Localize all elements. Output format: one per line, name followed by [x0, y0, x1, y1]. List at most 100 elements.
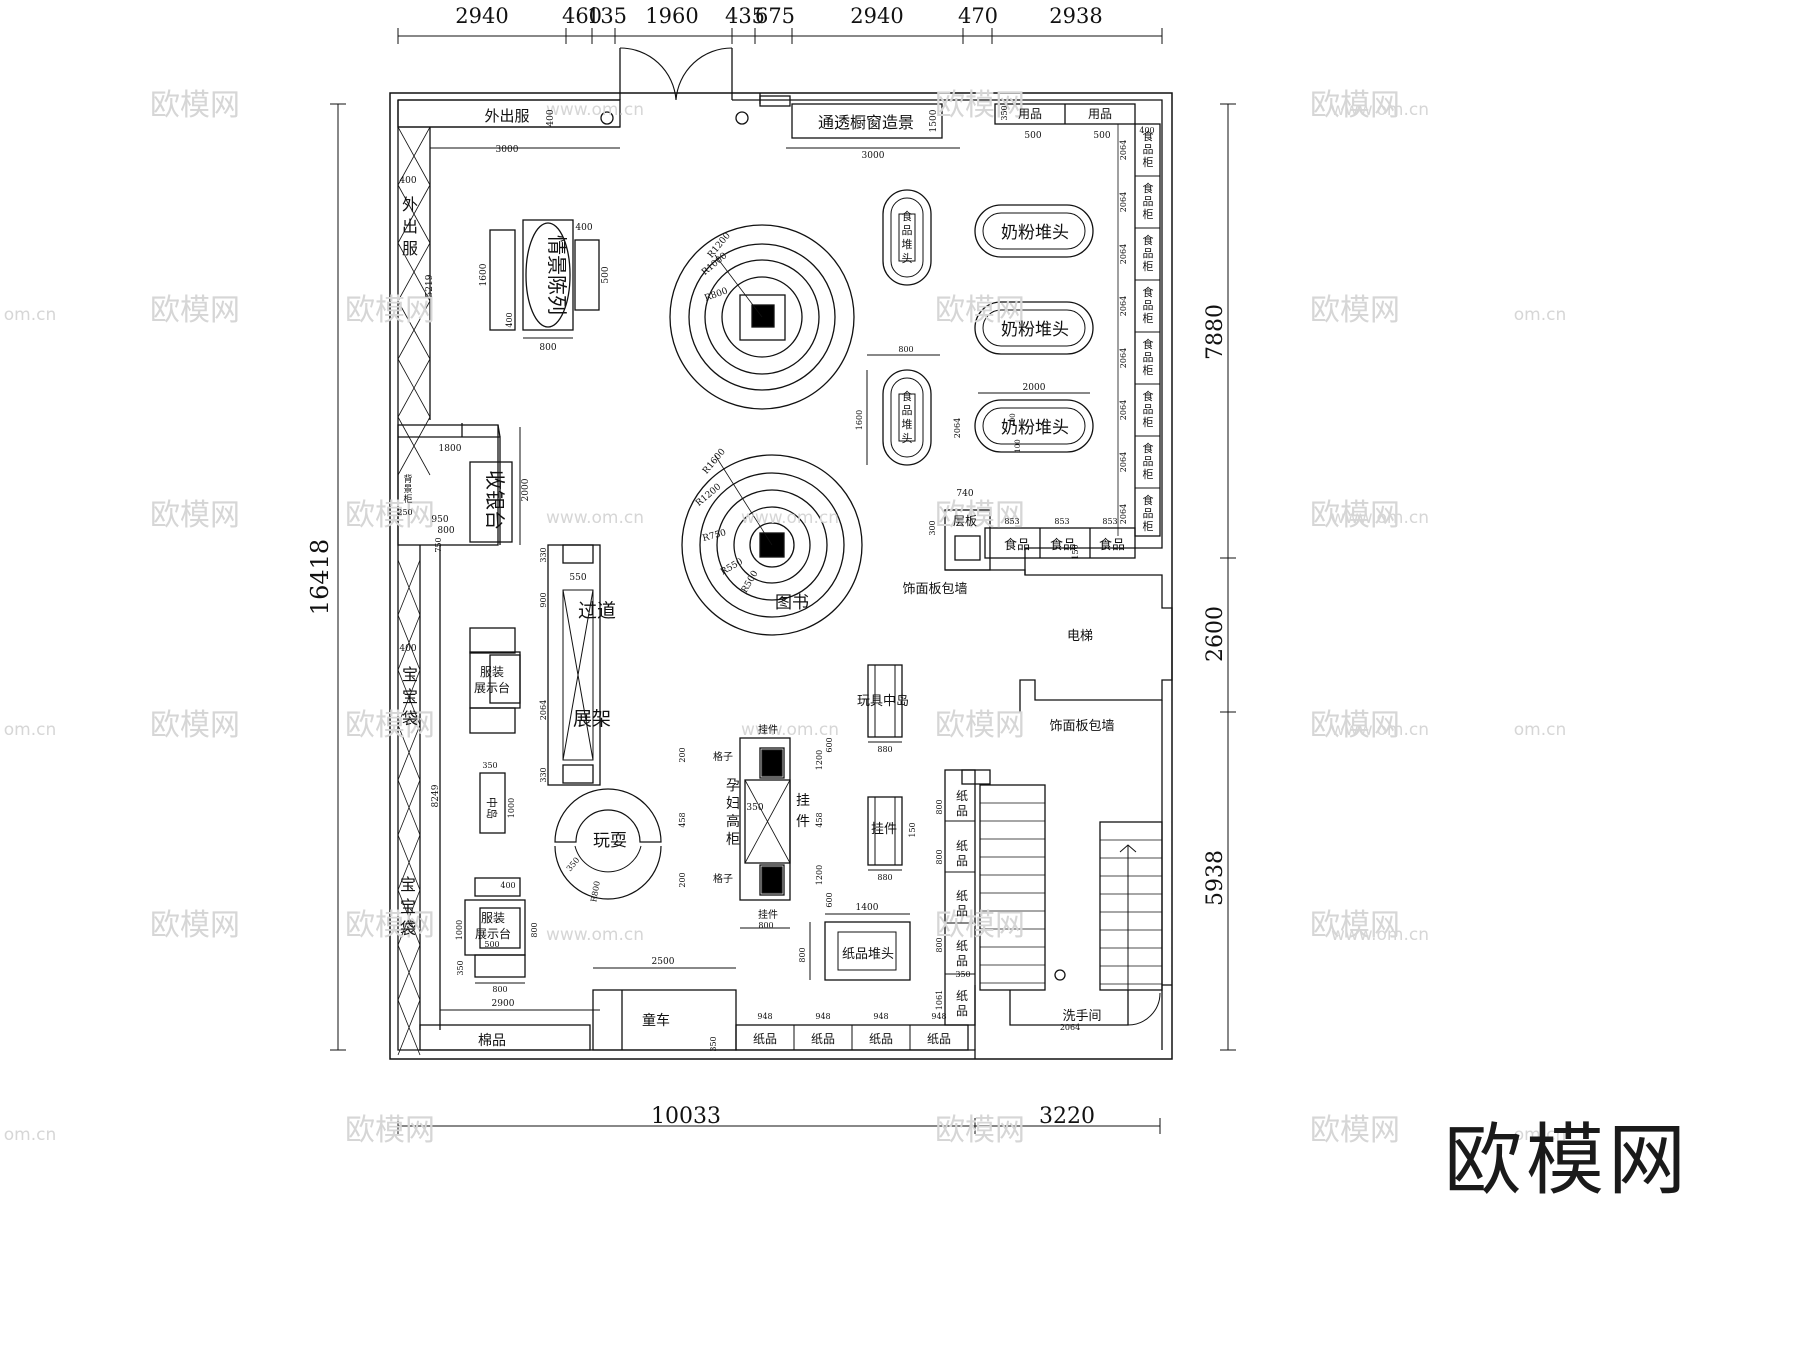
plan-rect-148	[469, 707, 516, 734]
plan-circle-161	[688, 243, 836, 391]
plan-circle-167	[699, 472, 845, 618]
watermark-text: 欧模网	[935, 293, 1025, 328]
dim-label: 100	[1014, 439, 1022, 452]
dim-label: 948	[757, 1012, 772, 1021]
dim-label: 458	[815, 812, 824, 827]
room-label: 挂件	[758, 723, 778, 736]
dim-label: 800	[437, 526, 454, 536]
room-label: 童车	[642, 1012, 670, 1029]
room-label: 宝	[402, 687, 418, 706]
plan-line-165	[714, 254, 763, 318]
dim-label: 2900	[492, 999, 515, 1009]
bottom-dimension: 3220	[1039, 1104, 1095, 1129]
watermark-text: 欧模网	[1310, 708, 1400, 743]
dim-label: 400	[399, 176, 416, 186]
room-label: 食	[1143, 493, 1154, 507]
dim-label: 1200	[815, 865, 824, 885]
room-label: 食品	[1099, 537, 1125, 553]
room-label: 用品	[1088, 107, 1112, 121]
plan-path-70	[945, 569, 1035, 576]
dim-label: 740	[956, 489, 973, 499]
room-label: 柜	[1143, 312, 1154, 325]
room-label: 纸品	[753, 1032, 777, 1046]
plan-rect-126	[1099, 821, 1163, 991]
dim-label: 400	[1139, 126, 1154, 135]
room-label: 外	[402, 195, 418, 214]
dim-label: 5219	[425, 274, 435, 297]
dim-label: 150	[1071, 544, 1080, 559]
watermark-text: 欧模网	[1310, 908, 1400, 943]
flower-icon	[1054, 969, 1066, 981]
plan-path-71	[1019, 574, 1173, 712]
plan-line-88	[397, 779, 421, 836]
brand-logo: 欧模网	[1443, 1116, 1690, 1206]
watermark-url: om.cn	[1514, 305, 1567, 325]
watermark-text: 欧模网	[935, 1113, 1025, 1148]
room-label: 用品	[1018, 107, 1042, 121]
room-label: 层板	[953, 514, 977, 528]
room-label: 景	[403, 484, 412, 495]
room-label: 品	[902, 224, 913, 237]
dim-label: 600	[825, 737, 834, 752]
room-label: 饰面板包墙	[902, 582, 967, 597]
plan-linework	[330, 28, 1236, 1134]
dim-label: 750	[434, 537, 443, 552]
top-dimension: 435	[725, 4, 765, 28]
watermark-text: 欧模网	[150, 708, 240, 743]
plan-rect-23	[389, 92, 1173, 1060]
watermark-text: 欧模网	[935, 708, 1025, 743]
room-label: 服装	[480, 665, 504, 679]
room-label: 食	[1143, 441, 1154, 455]
room-label: 件	[796, 814, 810, 830]
dim-label: 500	[601, 266, 611, 283]
dim-label: 900	[539, 592, 548, 607]
watermark-text: 欧模网	[935, 908, 1025, 943]
room-label: 图书	[775, 593, 809, 613]
dim-label: 2064	[953, 418, 962, 438]
top-dimension: 2940	[850, 4, 903, 28]
plan-rect-75	[469, 461, 513, 543]
plan-line-42	[397, 242, 431, 302]
room-label: 品	[956, 954, 968, 968]
watermark-url: www.om.cn	[546, 100, 644, 120]
room-label: 品	[902, 404, 913, 417]
dim-label: 1500	[929, 109, 939, 132]
room-label: 服	[402, 239, 418, 258]
dim-label: 853	[1054, 517, 1069, 526]
watermark-url: om.cn	[4, 1125, 57, 1145]
room-label: 妇	[726, 795, 740, 812]
dim-label: R500	[740, 569, 761, 595]
room-label: 高	[726, 813, 740, 830]
plan-rect-145	[562, 764, 594, 784]
room-label: 品	[956, 904, 968, 918]
plan-rect-112	[961, 769, 991, 785]
flower-icon	[600, 111, 614, 125]
dim-label: 2000	[1023, 383, 1046, 393]
dim-label: 1061	[935, 990, 944, 1010]
top-dimension: 135	[587, 4, 627, 28]
dim-label: 400	[546, 109, 556, 126]
plan-pillar	[761, 866, 783, 894]
room-label: 格子	[713, 872, 733, 885]
dim-label: 300	[928, 520, 937, 535]
left-dimension: 16418	[306, 539, 334, 615]
plan-line-38	[397, 126, 431, 186]
plan-path-172	[974, 204, 1094, 258]
plan-circle-163	[721, 276, 803, 358]
room-label: 背	[403, 473, 412, 485]
room-label: 玩具中岛	[857, 693, 909, 709]
dim-label: 880	[877, 745, 892, 754]
dim-label: 2064	[1119, 504, 1128, 524]
right-dimension: 7880	[1203, 304, 1228, 360]
room-label: 柜	[1143, 520, 1154, 533]
dim-label: 800	[758, 921, 773, 930]
plan-rect-164	[739, 294, 786, 341]
room-label: 通透橱窗造景	[818, 113, 914, 132]
plan-rect-149	[469, 651, 521, 709]
plan-path-182	[882, 369, 932, 466]
room-label: 奶粉堆头	[1001, 418, 1069, 438]
dim-label: 550	[569, 573, 586, 583]
room-label: 宝	[400, 897, 416, 916]
dim-label: 400	[500, 881, 515, 890]
